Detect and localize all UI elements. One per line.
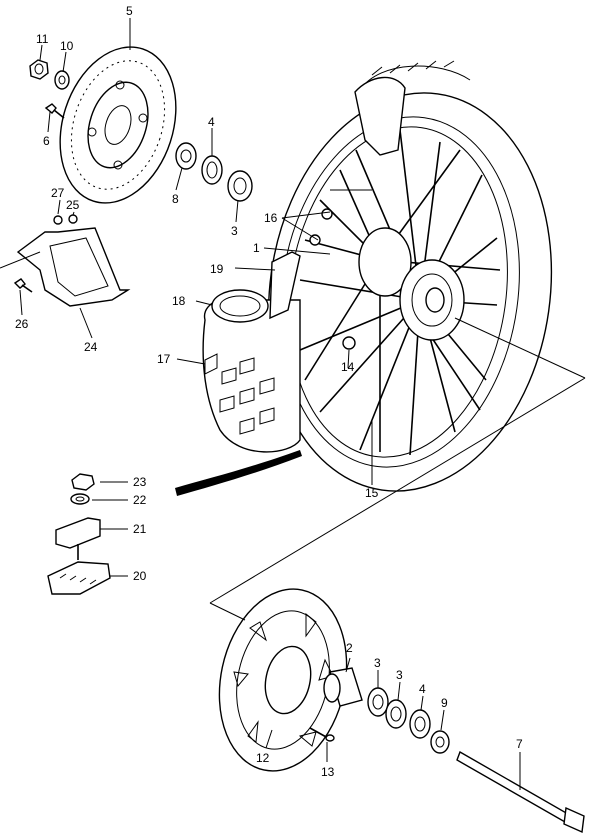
rim-band-19 [269, 251, 301, 320]
callout-17: 17 [157, 352, 171, 366]
callout-5: 5 [126, 4, 133, 18]
bearing-3-lower-b [385, 699, 407, 729]
callout-27: 27 [51, 186, 65, 200]
rim-lock-20 [47, 561, 111, 595]
callout-10: 10 [60, 39, 74, 53]
callout-1: 1 [253, 241, 260, 255]
callout-23: 23 [133, 475, 147, 489]
bearing-3-lower-a [367, 687, 389, 717]
callout-labels: 5 11 10 6 4 8 3 27 25 26 24 16 1 19 18 1… [15, 4, 523, 779]
oil-seal-4-lower [409, 709, 431, 739]
callout-25: 25 [66, 198, 80, 212]
bolt-25-27 [53, 214, 78, 225]
spacer-2 [323, 667, 363, 707]
callout-16: 16 [264, 211, 278, 225]
tube-18 [211, 289, 269, 323]
rim-lock-14 [342, 336, 356, 350]
callout-24: 24 [84, 340, 98, 354]
valve-nuts-16 [309, 208, 333, 246]
washer-10 [54, 70, 70, 90]
callout-7: 7 [516, 737, 523, 751]
rim-lock-plate-21 [55, 517, 101, 560]
bolt-6 [44, 103, 65, 119]
collar-9 [430, 730, 450, 754]
callout-22: 22 [133, 493, 147, 507]
callout-4-upper: 4 [208, 115, 215, 129]
callout-20: 20 [133, 569, 147, 583]
rim-lock-washer-22 [70, 493, 90, 505]
callout-21: 21 [133, 522, 147, 536]
callout-18: 18 [172, 294, 186, 308]
callout-19: 19 [210, 262, 224, 276]
rim-lock-nut-23 [71, 473, 95, 491]
bolt-26 [13, 278, 33, 293]
nut-11 [29, 59, 49, 80]
callout-8: 8 [172, 192, 179, 206]
callout-2: 2 [346, 641, 353, 655]
rim-band-strip [175, 450, 302, 496]
callout-3-lower-a: 3 [374, 656, 381, 670]
callout-12: 12 [256, 751, 270, 765]
leader-lines [0, 18, 586, 790]
callout-6: 6 [43, 134, 50, 148]
callout-15: 15 [365, 486, 379, 500]
callout-3-upper: 3 [231, 224, 238, 238]
callout-9: 9 [441, 696, 448, 710]
bearing-3-upper [227, 170, 253, 202]
disc-guard-24 [16, 227, 131, 307]
sprocket-bolt-13 [309, 727, 335, 742]
sprocket-12 [218, 588, 348, 772]
brake-disc [59, 46, 177, 204]
oil-seal-4-upper [201, 155, 223, 185]
callout-4-lower: 4 [419, 682, 426, 696]
callout-3-lower-b: 3 [396, 668, 403, 682]
callout-11: 11 [36, 32, 49, 46]
callout-13: 13 [321, 765, 335, 779]
rear-wheel [267, 60, 553, 492]
axle-7 [456, 750, 585, 834]
spacer-8 [175, 142, 197, 170]
callout-26: 26 [15, 317, 29, 331]
callout-14: 14 [341, 360, 355, 374]
